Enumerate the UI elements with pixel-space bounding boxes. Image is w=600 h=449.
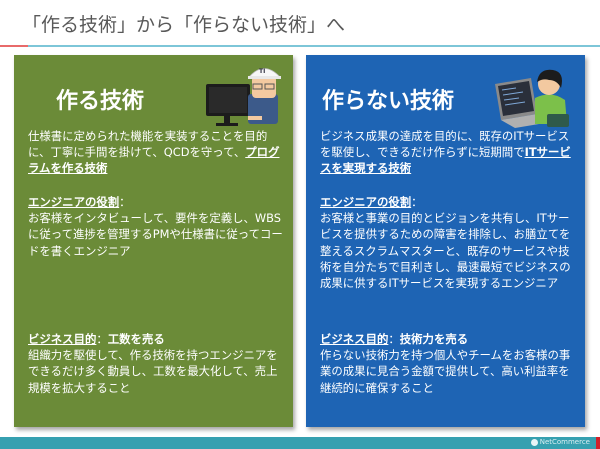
- svg-text:TI: TI: [259, 68, 265, 75]
- person-laptop-icon: [495, 69, 569, 128]
- company-logo: NetCommerce: [530, 438, 590, 446]
- engineer-hardhat-icon: TI: [206, 68, 281, 126]
- business-text: 作らない技術力を持つ個人やチームをお客様の事業の成果に見合う金額で提供して、高い…: [320, 348, 571, 395]
- intro-text: ビジネス成果の達成を目的に、既存のITサービスを駆使し、できるだけ作らずに短期間…: [320, 129, 571, 176]
- title-rule: [28, 45, 600, 47]
- footer-accent: [596, 437, 600, 449]
- business-purpose: ビジネス目的：工数を売る 組織力を駆使して、作る技術を持つエンジニアをできるだけ…: [28, 331, 286, 396]
- business-goal: 工数を売る: [107, 332, 165, 346]
- slide-title: 「作る技術」から「作らない技術」へ: [22, 14, 346, 36]
- engineer-role: エンジニアの役割： お客様と事業の目的とビジョンを共有し、ITサービスを提供する…: [320, 194, 578, 291]
- panel-heading: 作らない技術: [322, 89, 455, 114]
- title-rule-accent: [0, 45, 28, 47]
- role-label: エンジニアの役割: [320, 195, 412, 209]
- panel-heading: 作る技術: [56, 89, 145, 114]
- footer-bar: NetCommerce: [0, 437, 600, 449]
- role-text: お客様と事業の目的とビジョンを共有し、ITサービスを提供するための障害を排除し、…: [320, 211, 571, 291]
- business-label: ビジネス目的: [28, 332, 97, 346]
- business-purpose: ビジネス目的：技術力を売る 作らない技術力を持つ個人やチームをお客様の事業の成果…: [320, 331, 578, 396]
- business-goal: 技術力を売る: [399, 332, 469, 346]
- role-text: お客様をインタビューして、要件を定義し、WBSに従って進捗を管理するPMや仕様書…: [28, 211, 283, 258]
- panel-not-making-technology: 作らない技術 ビジネス成果の達成を目的に、既存のITサービスを駆使し、できるだけ…: [306, 55, 585, 427]
- business-text: 組織力を駆使して、作る技術を持つエンジニアをできるだけ多く動員し、工数を最大化し…: [28, 348, 278, 395]
- intro-text: 仕様書に定められた機能を実装することを目的に、丁寧に手間を掛けて、QCDを守って…: [28, 129, 280, 176]
- panel-making-technology: 作る技術 TI 仕様書に定められた機能を実装することを目的に、丁寧に手間を掛けて…: [14, 55, 293, 427]
- business-label: ビジネス目的: [320, 332, 389, 346]
- engineer-role: エンジニアの役割： お客様をインタビューして、要件を定義し、WBSに従って進捗を…: [28, 194, 286, 259]
- role-label: エンジニアの役割: [28, 195, 120, 209]
- logo-mark-icon: [530, 438, 538, 446]
